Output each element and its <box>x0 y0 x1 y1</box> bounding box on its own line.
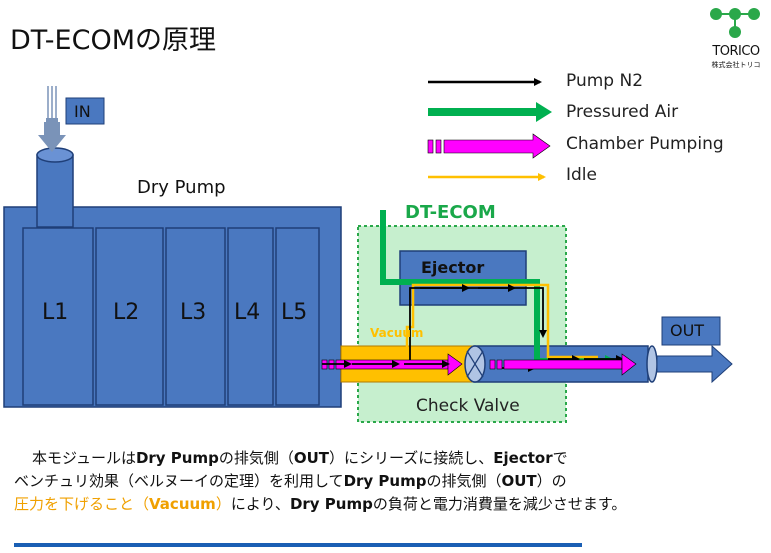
description-line-1: 本モジュールはDry Pumpの排気側（OUT）にシリーズに接続し、Ejecto… <box>32 449 568 467</box>
legend-pressured-air-symbol <box>428 102 552 122</box>
pump-chamber-label-2: L2 <box>113 300 140 325</box>
pump-n2-path <box>409 287 547 360</box>
check-valve-label: Check Valve <box>416 396 520 416</box>
logo-subtext: 株式会社トリコ <box>711 61 761 69</box>
pump-chamber-label-5: L5 <box>281 300 308 325</box>
pump-chamber-2 <box>95 227 164 406</box>
pump-chamber-label-3: L3 <box>180 300 207 325</box>
description-line-2: ベンチュリ効果（ベルヌーイの定理）を利用してDry Pumpの排気側（OUT）の <box>14 472 567 490</box>
legend-idle-label: Idle <box>566 165 597 185</box>
legend-chamber-pumping-label: Chamber Pumping <box>566 134 724 154</box>
description-line-3: 圧力を下げること（Vacuum）により、Dry Pumpの負荷と電力消費量を減少… <box>14 495 627 513</box>
page-title: DT-ECOMの原理 <box>10 25 217 56</box>
bottom-rule <box>14 543 582 547</box>
ejector-label: Ejector <box>421 258 485 277</box>
legend-chamber-pumping-symbol <box>427 133 551 159</box>
out-label-box <box>661 316 721 346</box>
out-arrow <box>656 344 733 384</box>
logo-text: TORICO <box>712 44 760 59</box>
pump-chamber-label-1: L1 <box>42 300 69 325</box>
inlet-pipe-top <box>36 147 74 163</box>
in-label-box <box>65 97 105 125</box>
pump-chamber-5 <box>275 227 320 406</box>
ejector-box <box>399 250 527 306</box>
in-arrow <box>38 86 66 152</box>
vacuum-label: Vacuum <box>370 326 424 340</box>
description-text: 本モジュールはDry Pumpの排気側（OUT）にシリーズに接続し、Ejecto… <box>14 447 764 516</box>
dry-pump-label: Dry Pump <box>137 177 226 198</box>
in-label: IN <box>74 102 91 121</box>
dt-ecom-label: DT-ECOM <box>405 202 496 223</box>
legend-pump-n2-label: Pump N2 <box>566 71 644 91</box>
idle-line <box>405 283 598 362</box>
pump-chamber-4 <box>227 227 274 406</box>
pump-chamber-1 <box>22 227 94 406</box>
inlet-pipe <box>36 154 74 228</box>
out-label: OUT <box>670 321 705 340</box>
pump-chamber-3 <box>165 227 226 406</box>
outlet-flange <box>646 345 658 383</box>
legend-pressured-air-label: Pressured Air <box>566 102 679 122</box>
torico-logo <box>710 8 760 38</box>
pump-chamber-label-4: L4 <box>234 300 261 325</box>
